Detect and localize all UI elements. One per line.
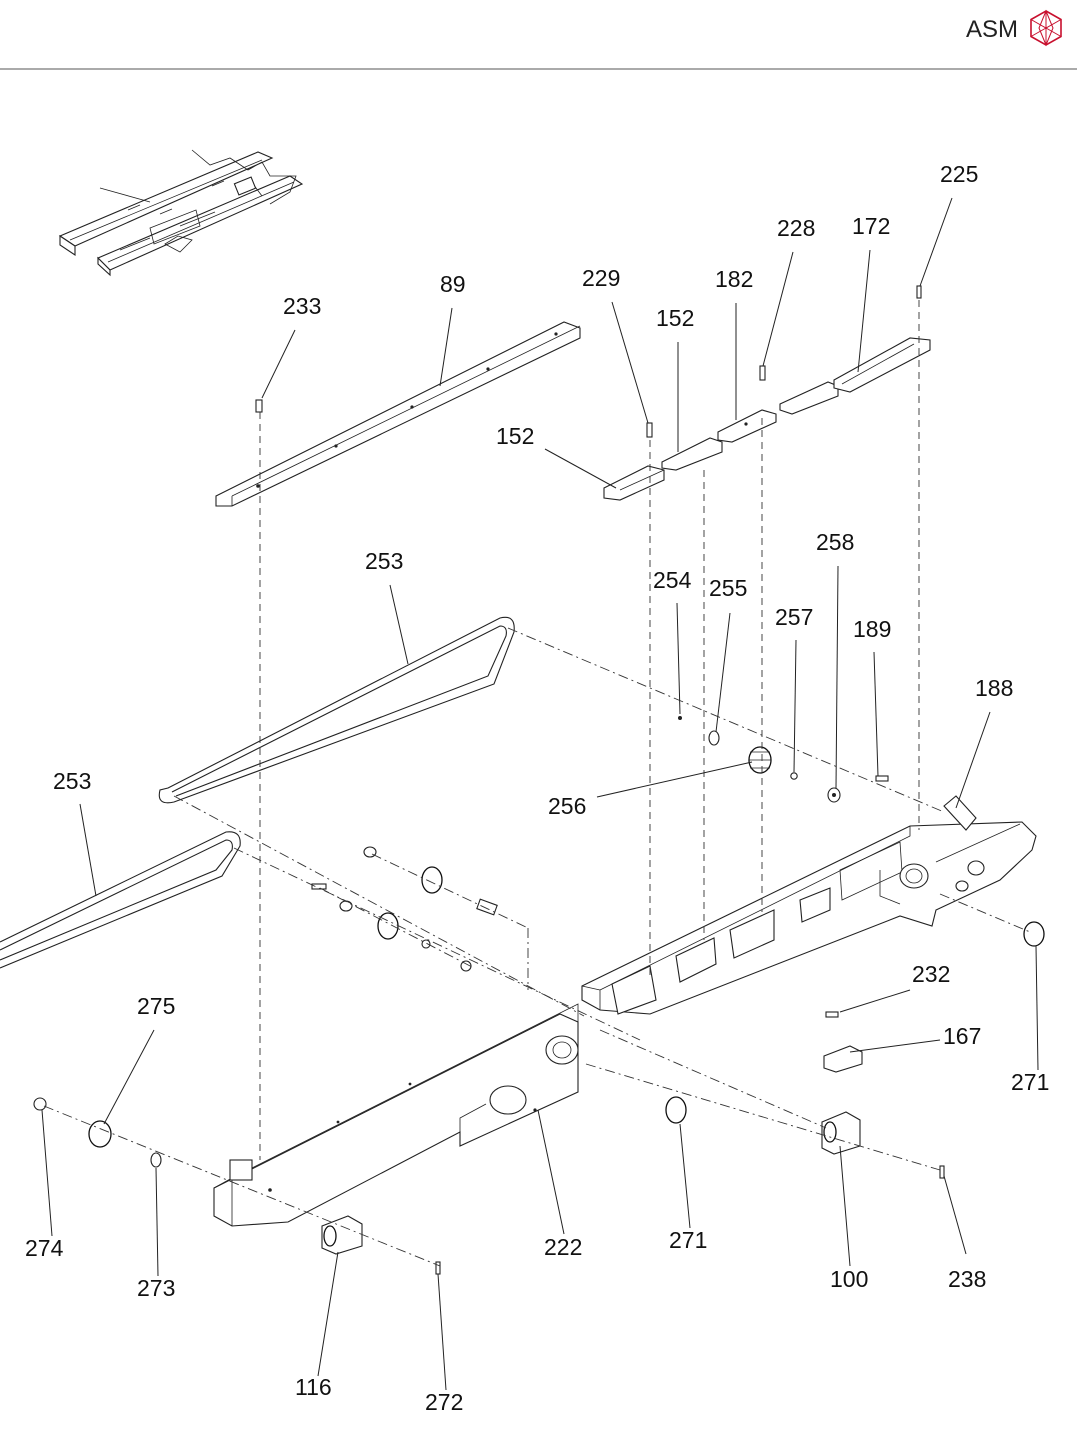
callout-254: 254 [653,567,692,593]
callout-257: 257 [775,604,813,630]
callout-89: 89 [440,271,466,297]
callout-253-lower: 253 [53,768,91,794]
callout-271-center: 271 [669,1227,707,1253]
asm-logo-icon [1031,11,1061,45]
callout-253-upper: 253 [365,548,403,574]
callout-273: 273 [137,1275,175,1301]
callout-222: 222 [544,1234,582,1260]
brand-name: ASM [966,16,1018,43]
callout-152-lower: 152 [496,423,534,449]
callout-232: 232 [912,961,950,987]
callout-274: 274 [25,1235,64,1261]
callout-272: 272 [425,1389,463,1415]
callout-255: 255 [709,575,747,601]
callout-172: 172 [852,213,890,239]
top-rail-89 [216,322,580,506]
timing-belt-253-upper [159,617,514,803]
callout-229: 229 [582,265,620,291]
timing-belt-253-lower [0,832,240,968]
callout-100: 100 [830,1266,868,1292]
callout-188: 188 [975,675,1013,701]
assembly-overview-thumbnail [60,150,302,275]
callout-228: 228 [777,215,815,241]
callout-256: 256 [548,793,586,819]
assembly-lines [44,300,1030,1266]
callout-238: 238 [948,1266,986,1292]
callout-225: 225 [940,161,978,187]
main-frame-222 [214,1004,578,1226]
callout-152-upper: 152 [656,305,694,331]
callout-258: 258 [816,529,854,555]
top-covers [604,286,930,500]
callout-275: 275 [137,993,175,1019]
callout-233: 233 [283,293,321,319]
callout-116: 116 [295,1374,332,1400]
callout-271-right: 271 [1011,1069,1049,1095]
callout-167: 167 [943,1023,981,1049]
callout-182: 182 [715,266,753,292]
leader-lines [42,198,1038,1390]
callout-189: 189 [853,616,891,642]
